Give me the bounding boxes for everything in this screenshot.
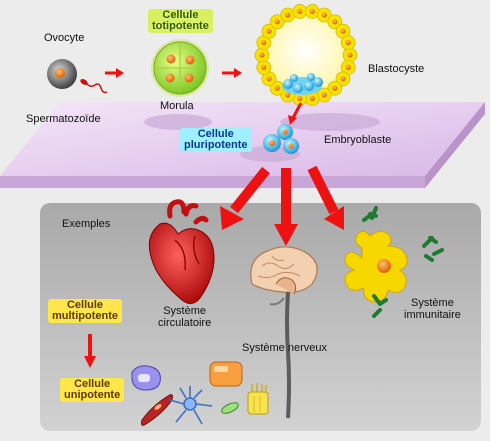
- label-systeme-immunitaire: Système immunitaire: [404, 297, 461, 321]
- morula-cell-icon: [151, 39, 209, 97]
- antibody-icon: [362, 206, 444, 318]
- trophoblast-nucleus: [274, 85, 280, 91]
- trophoblast-nucleus: [321, 92, 327, 98]
- trophoblast-nucleus: [309, 95, 315, 102]
- trophoblast-nucleus: [345, 40, 351, 46]
- macrophage-icon: [344, 230, 408, 303]
- trophoblast-nucleus: [274, 19, 280, 25]
- trophoblast-nucleus: [347, 52, 353, 58]
- trophoblast-nucleus: [332, 19, 338, 25]
- arrow-to-immune: [307, 165, 344, 230]
- trophoblast-nucleus: [266, 76, 272, 82]
- label-embryoblaste: Embryoblaste: [324, 134, 392, 146]
- arrow-to-nervous: [274, 168, 298, 246]
- trophoblast-nucleus: [297, 8, 303, 15]
- trophoblast-nucleus: [340, 76, 346, 82]
- trophoblast-nucleus: [261, 40, 267, 46]
- trophoblast-nucleus: [285, 92, 291, 98]
- nerve-cell-icon: [169, 386, 213, 425]
- trophoblast-nucleus: [259, 52, 265, 58]
- trophoblast-nucleus: [297, 95, 303, 102]
- trophoblast-nucleus: [261, 64, 267, 70]
- trophoblast-nucleus: [332, 85, 338, 91]
- label-spermatozoide: Spermatozoïde: [26, 113, 101, 125]
- trophoblast-nucleus: [340, 28, 346, 34]
- arrow-ovocyte-to-morula: [105, 68, 124, 78]
- embryoblast-icon: [263, 124, 299, 154]
- arrow-blastocyst-to-embryoblast: [288, 102, 303, 125]
- platform-edge: [0, 176, 425, 188]
- trophoblast-nucleus: [345, 64, 351, 70]
- arrow-multipotent-to-unipotent: [84, 334, 96, 368]
- heart-icon: [148, 199, 215, 304]
- label-blastocyste: Blastocyste: [368, 63, 425, 75]
- label-ovocyte: Ovocyte: [44, 32, 85, 44]
- fat-cell-icon: [209, 361, 243, 387]
- arrow-morula-to-blastocyst: [222, 68, 242, 78]
- label-exemples: Exemples: [62, 218, 111, 230]
- muscle-fiber-icon: [221, 402, 239, 414]
- spermatozoid-icon: [80, 79, 108, 94]
- epithelial-cell-icon: [131, 365, 161, 391]
- trophoblast-nucleus: [321, 12, 327, 18]
- trophoblast-nucleus: [266, 28, 272, 34]
- label-systeme-nerveux: Système nerveux: [242, 342, 327, 354]
- ciliated-cell-icon: [247, 383, 269, 415]
- trophoblast-nucleus: [309, 8, 315, 15]
- brain-icon: [250, 246, 318, 419]
- arrow-to-circulatory: [220, 166, 270, 230]
- label-morula: Morula: [160, 100, 194, 112]
- blastocyst-icon: [254, 4, 358, 106]
- label-systeme-circulatoire: Système circulatoire: [158, 305, 212, 329]
- trophoblast-nucleus: [285, 12, 291, 18]
